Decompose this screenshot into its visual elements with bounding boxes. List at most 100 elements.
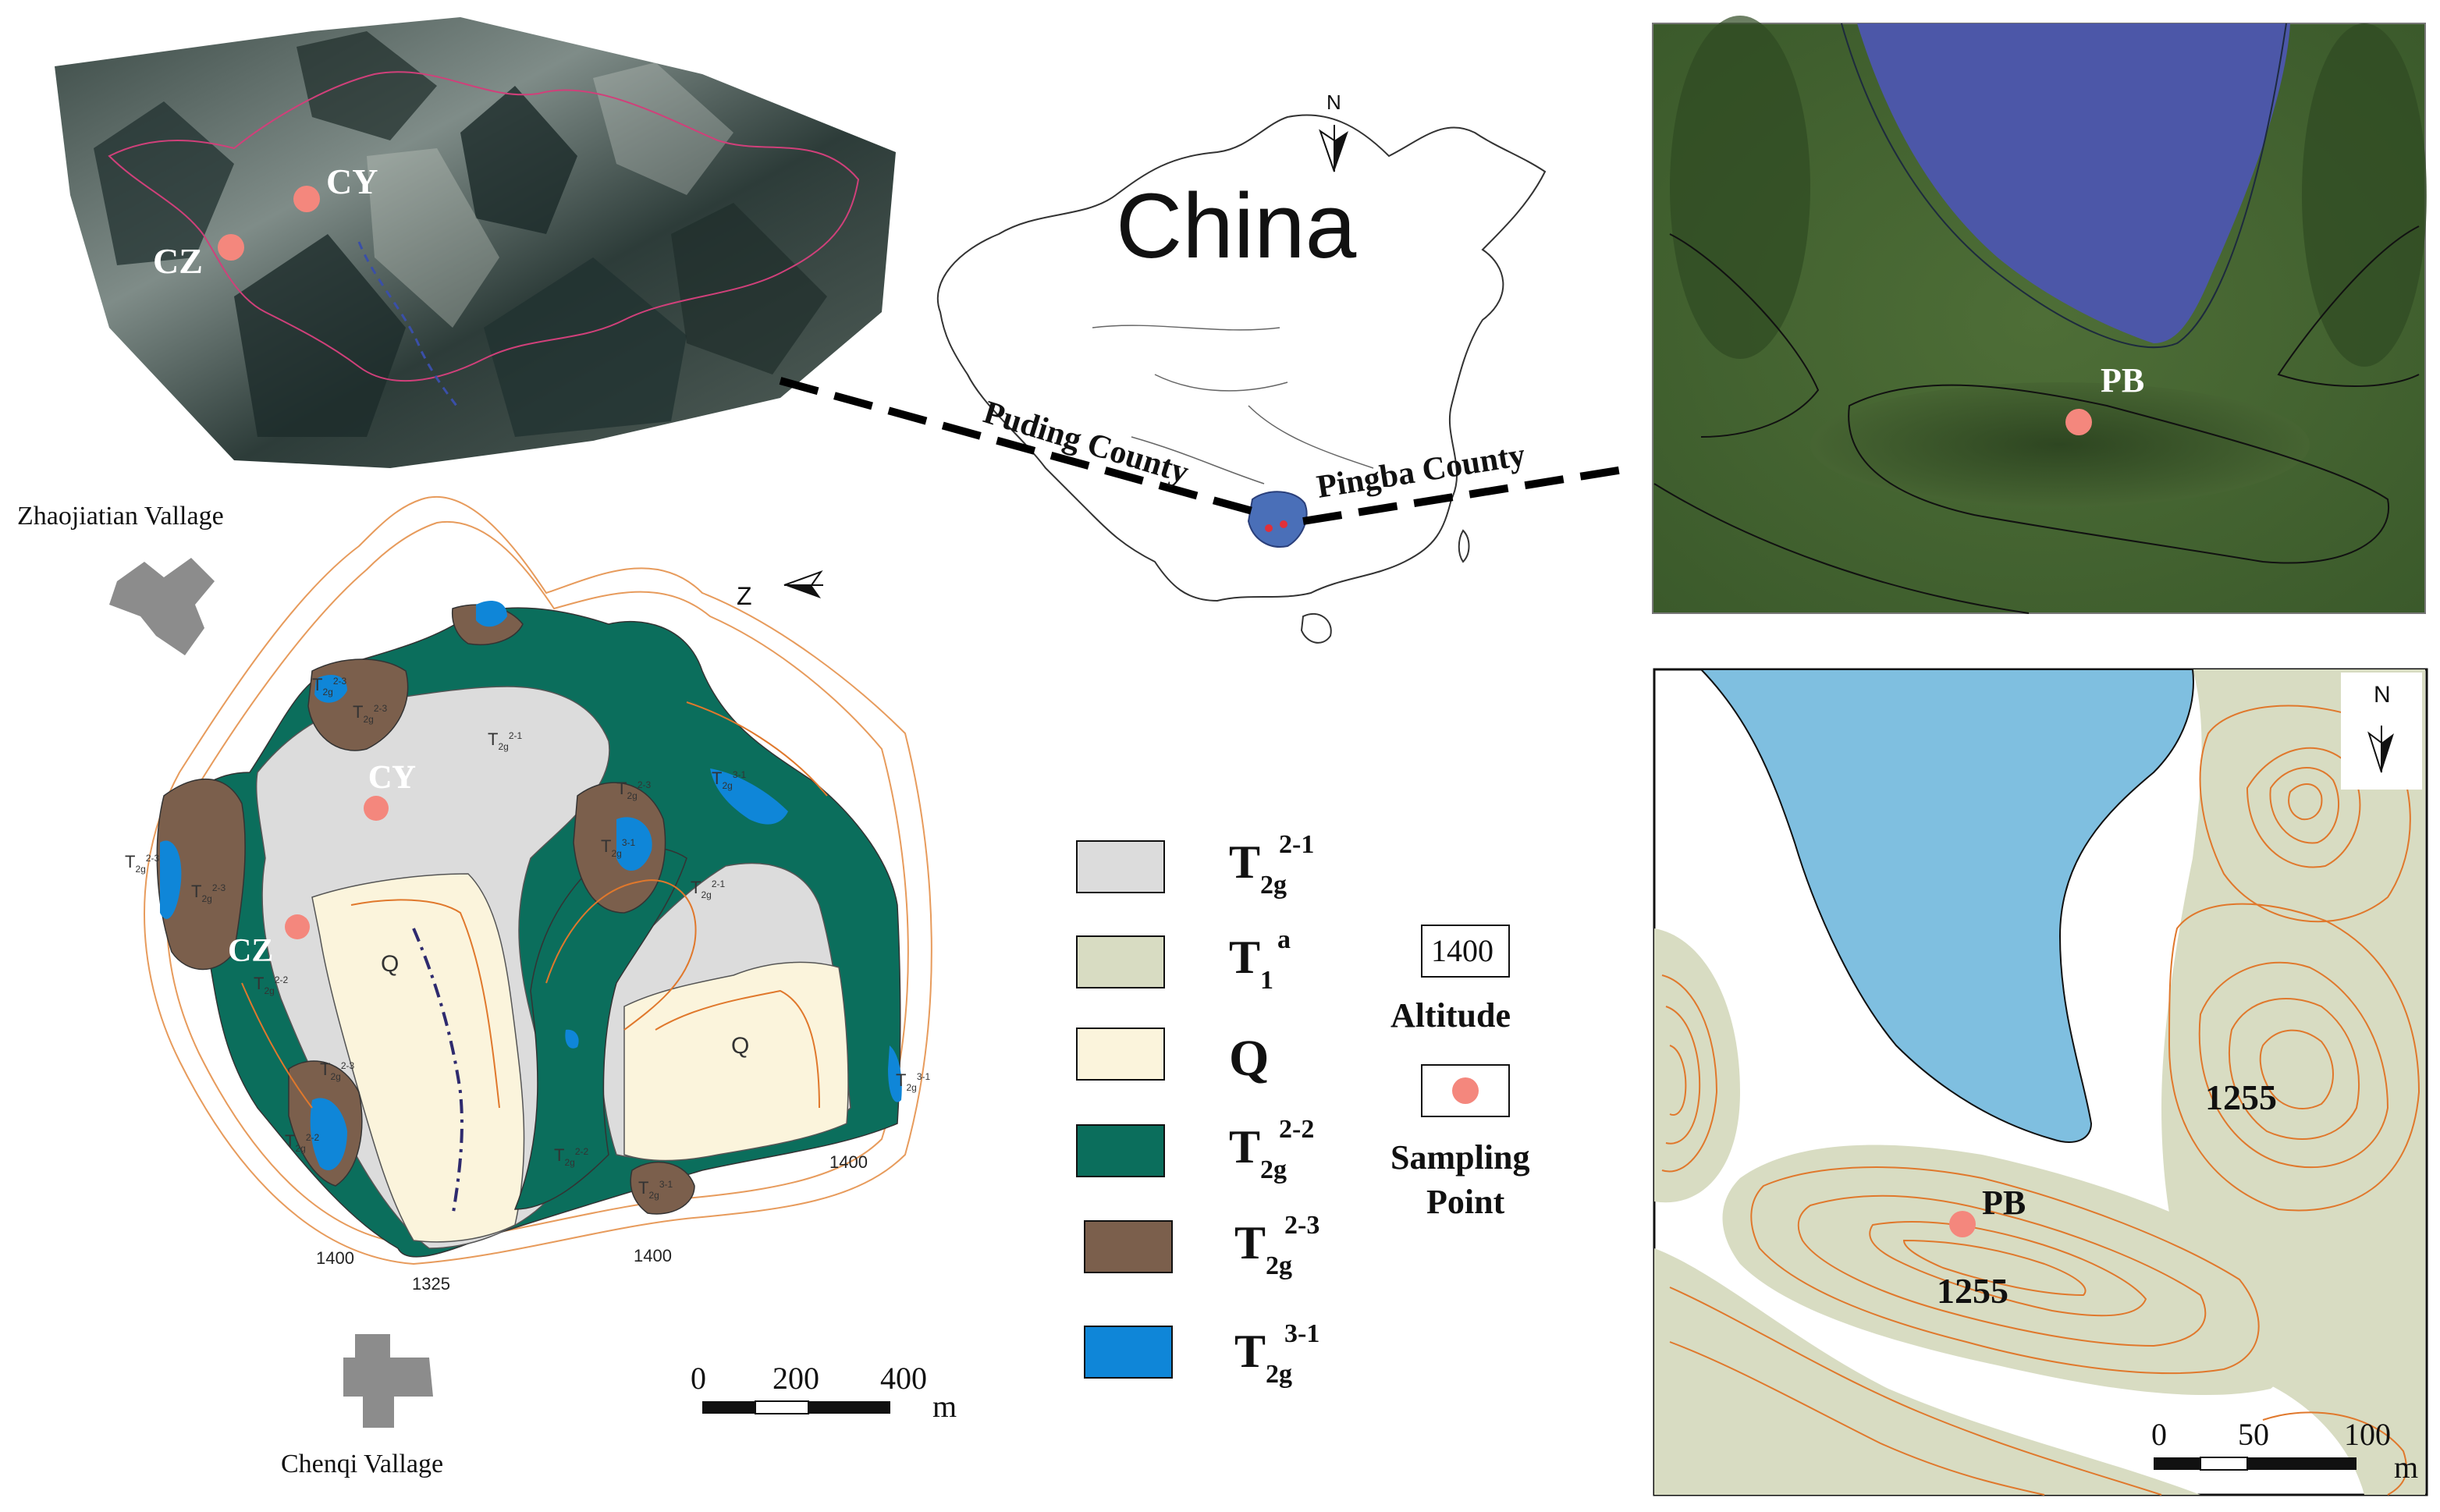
interior-contour — [686, 701, 828, 797]
mountain-peak — [234, 234, 406, 437]
mountain-peak — [297, 31, 437, 140]
village-label-chenqi: Chenqi Vallage — [281, 1450, 443, 1478]
label-cz: CZ — [153, 241, 203, 281]
location-dot — [1265, 524, 1273, 532]
unit-label: T2g3-1 — [712, 768, 746, 791]
china-outline — [936, 114, 1547, 602]
reservoir — [1857, 23, 2290, 343]
interior-contour — [655, 989, 820, 1109]
scale-bar-map: 0 200 400 m — [691, 1361, 957, 1424]
legend-label: T2g3-1 — [1234, 1319, 1319, 1389]
connector-line-left — [779, 377, 1254, 515]
interior-contour — [241, 982, 313, 1109]
unit-t2g-3-1 — [888, 1045, 902, 1102]
unit-label: T2g2-2 — [254, 974, 288, 996]
interior-contour — [350, 899, 500, 1109]
contour-label: 1400 — [316, 1248, 354, 1268]
label-cy: CY — [326, 161, 378, 201]
boundary-line — [108, 71, 860, 382]
north-label-pb: N — [2374, 682, 2391, 708]
ridge-shadow — [1810, 382, 2310, 507]
contour-line — [1669, 233, 1820, 438]
province-line — [1131, 436, 1265, 484]
contour-label: 1400 — [634, 1246, 672, 1265]
scale-tick: 0 — [2151, 1417, 2167, 1452]
contour-line — [1653, 483, 2030, 614]
village-icon-chenqi — [343, 1334, 433, 1428]
contour-value: 1255 — [1937, 1271, 2008, 1311]
valley-light — [367, 148, 499, 328]
unit-t2g-3-1 — [314, 675, 347, 703]
sampling-label-line2: Point — [1426, 1183, 1505, 1221]
unit-label: T2g2-3 — [191, 882, 226, 904]
contour-value: 1255 — [2205, 1077, 2277, 1117]
unit-t2g-2-3 — [156, 779, 246, 971]
label-cz-map: CZ — [228, 933, 273, 969]
location-dot — [1280, 520, 1287, 528]
legend-swatch — [1076, 1028, 1165, 1081]
terrain-3d-panel: CY CZ — [55, 17, 896, 468]
scale-unit: m — [2394, 1450, 2418, 1485]
pb-map-panel: 1255 1255 PB N 0 50 100 m — [1653, 668, 2428, 1496]
unit-t2g-3-1 — [565, 1029, 579, 1049]
scale-bar-pb: 0 50 100 m — [2151, 1417, 2418, 1485]
stream-line-map — [412, 928, 463, 1218]
interior-contour — [545, 879, 697, 1031]
contour-label: 1325 — [412, 1274, 450, 1294]
sampling-label-line1: Sampling — [1390, 1138, 1530, 1177]
unit-label: T2g2-1 — [691, 878, 725, 900]
scale-tick: 200 — [772, 1361, 819, 1396]
hill-t1a — [1654, 1248, 2200, 1495]
scale-tick: 100 — [2344, 1417, 2391, 1452]
legend-swatch — [1076, 935, 1165, 988]
china-map-panel: China N Puding County Pingba County — [779, 91, 1633, 644]
altitude-label: Altitude — [1390, 996, 1511, 1035]
contour-label: 1400 — [829, 1152, 868, 1172]
geologic-map-panel: CY CZ T2g2-3 T2g2-1 T2g2-3 T2g3-1 T2g2-3… — [17, 495, 957, 1478]
unit-t2g-2-3 — [630, 1161, 695, 1215]
legend-swatch — [1084, 1326, 1173, 1379]
mountain-peak — [460, 86, 577, 234]
scale-tick: 0 — [691, 1361, 706, 1396]
unit-label: T2g2-3 — [353, 702, 387, 725]
province-line — [1092, 325, 1280, 331]
unit-label: T2g3-1 — [896, 1070, 930, 1093]
unit-label: T2g3-1 — [601, 836, 635, 859]
ridge-shadow — [1670, 16, 1810, 359]
unit-t2g-2-2-lobe — [513, 847, 687, 1210]
scale-unit: m — [932, 1389, 957, 1424]
unit-t2g-3-1 — [160, 840, 182, 919]
contour-line — [2277, 225, 2420, 387]
unit-label: T2g2-3 — [312, 675, 346, 697]
unit-t2g-3-1 — [310, 1098, 347, 1170]
label-pb-sat: PB — [2101, 361, 2144, 399]
label-cy-map: CY — [368, 760, 416, 796]
north-arrow-map: Z — [737, 570, 823, 610]
mountain-peak — [671, 203, 827, 374]
q-label: Q — [381, 951, 399, 977]
taiwan-island — [1458, 529, 1470, 563]
outer-contour — [144, 495, 932, 1265]
sample-point-cz — [218, 234, 244, 261]
province-line — [1248, 405, 1374, 469]
unit-t2g-3-1 — [616, 817, 652, 871]
sample-point-cz-map — [285, 914, 310, 939]
village-label-zhaojiatian: Zhaojiatian Vallage — [17, 502, 224, 531]
scale-tick: 400 — [880, 1361, 927, 1396]
mountain-peak — [484, 257, 687, 437]
ridge-shadow — [2302, 23, 2427, 367]
hill-t1a — [1654, 928, 1740, 1203]
north-label-china: N — [1327, 91, 1341, 114]
north-arrow-pb: N — [2367, 682, 2394, 773]
legend: T2g2-1 T1a Q T2g2-2 T2g2-3 T2g3-1 1400 A… — [1076, 830, 1530, 1389]
sampling-point-symbol — [1452, 1077, 1479, 1104]
unit-label: T2g2-2 — [554, 1145, 588, 1168]
legend-swatch — [1076, 1124, 1165, 1177]
unit-q — [623, 961, 849, 1162]
unit-label: T2g2-3 — [616, 779, 651, 801]
mountain-peak — [593, 62, 733, 195]
sample-point-cy — [293, 186, 320, 212]
legend-label: Q — [1229, 1030, 1269, 1087]
satellite-panel: PB — [1652, 16, 2427, 614]
reservoir-edge — [1841, 23, 2287, 349]
